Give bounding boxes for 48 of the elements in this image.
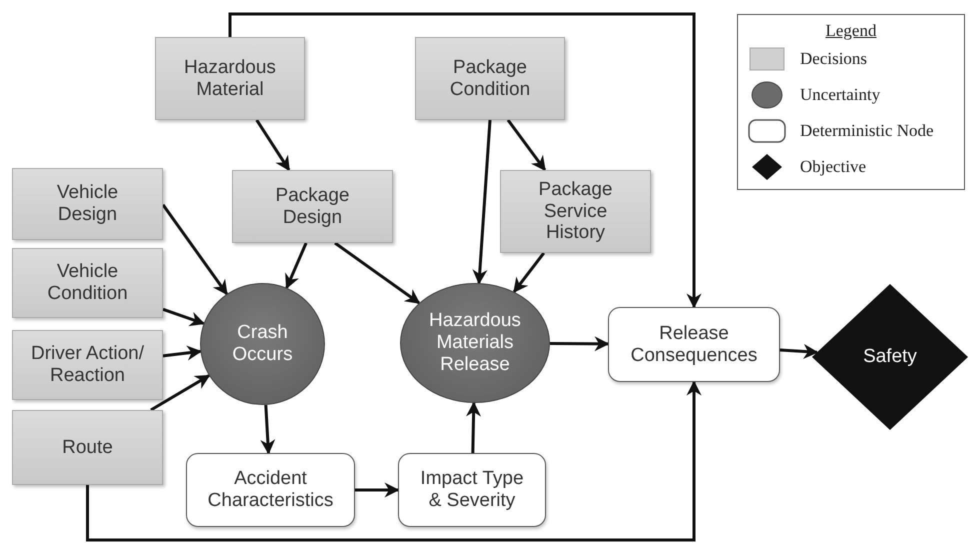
deterministic-node [186, 453, 355, 527]
arrow [162, 204, 228, 296]
node-label: Accident Characteristics [206, 468, 334, 512]
node-label: Safety [862, 346, 918, 368]
legend-title: Legend [826, 21, 876, 41]
deterministic-node [608, 307, 780, 382]
arrow [466, 402, 482, 454]
node-label: Release Consequences [630, 322, 758, 366]
node-label: Vehicle Condition [46, 261, 129, 305]
arrow [550, 336, 610, 352]
arrow [162, 346, 202, 360]
decision-box [155, 37, 305, 120]
decision-box [12, 410, 163, 485]
arrow [285, 242, 308, 290]
arrow [472, 120, 492, 285]
arrow [512, 252, 545, 293]
objective-diamond [812, 284, 968, 430]
arrow [780, 344, 818, 359]
node-label: Package Service History [538, 178, 614, 244]
node-label: Driver Action/ Reaction [30, 343, 145, 387]
arrow [228, 12, 702, 308]
node-label: Package Design [274, 184, 350, 228]
arrow [355, 482, 400, 498]
node-label: Package Condition [448, 56, 532, 100]
arrow [260, 404, 276, 454]
legend-label: Deterministic Node [800, 121, 934, 141]
arrow [334, 242, 420, 304]
legend-label: Uncertainty [800, 85, 880, 105]
node-label: Hazardous Material [183, 56, 277, 100]
arrow [506, 119, 546, 172]
arrow [86, 380, 702, 542]
decision-box [415, 37, 565, 120]
arrow [162, 308, 206, 326]
decision-box [232, 170, 393, 243]
decision-box [12, 168, 163, 240]
decision-box [500, 170, 651, 253]
arrow [255, 119, 290, 172]
legend-label: Decisions [800, 49, 868, 69]
deterministic-node [398, 453, 546, 527]
node-label: Hazardous Materials Release [428, 310, 522, 376]
node-label: Route [61, 436, 114, 458]
node-label: Impact Type & Severity [419, 468, 525, 512]
node-label: Vehicle Design [56, 182, 120, 226]
legend-label: Objective [800, 157, 866, 177]
decision-box [12, 330, 163, 400]
arrow [150, 374, 210, 412]
node-label: Crash Occurs [231, 322, 294, 366]
decision-box [12, 248, 163, 318]
